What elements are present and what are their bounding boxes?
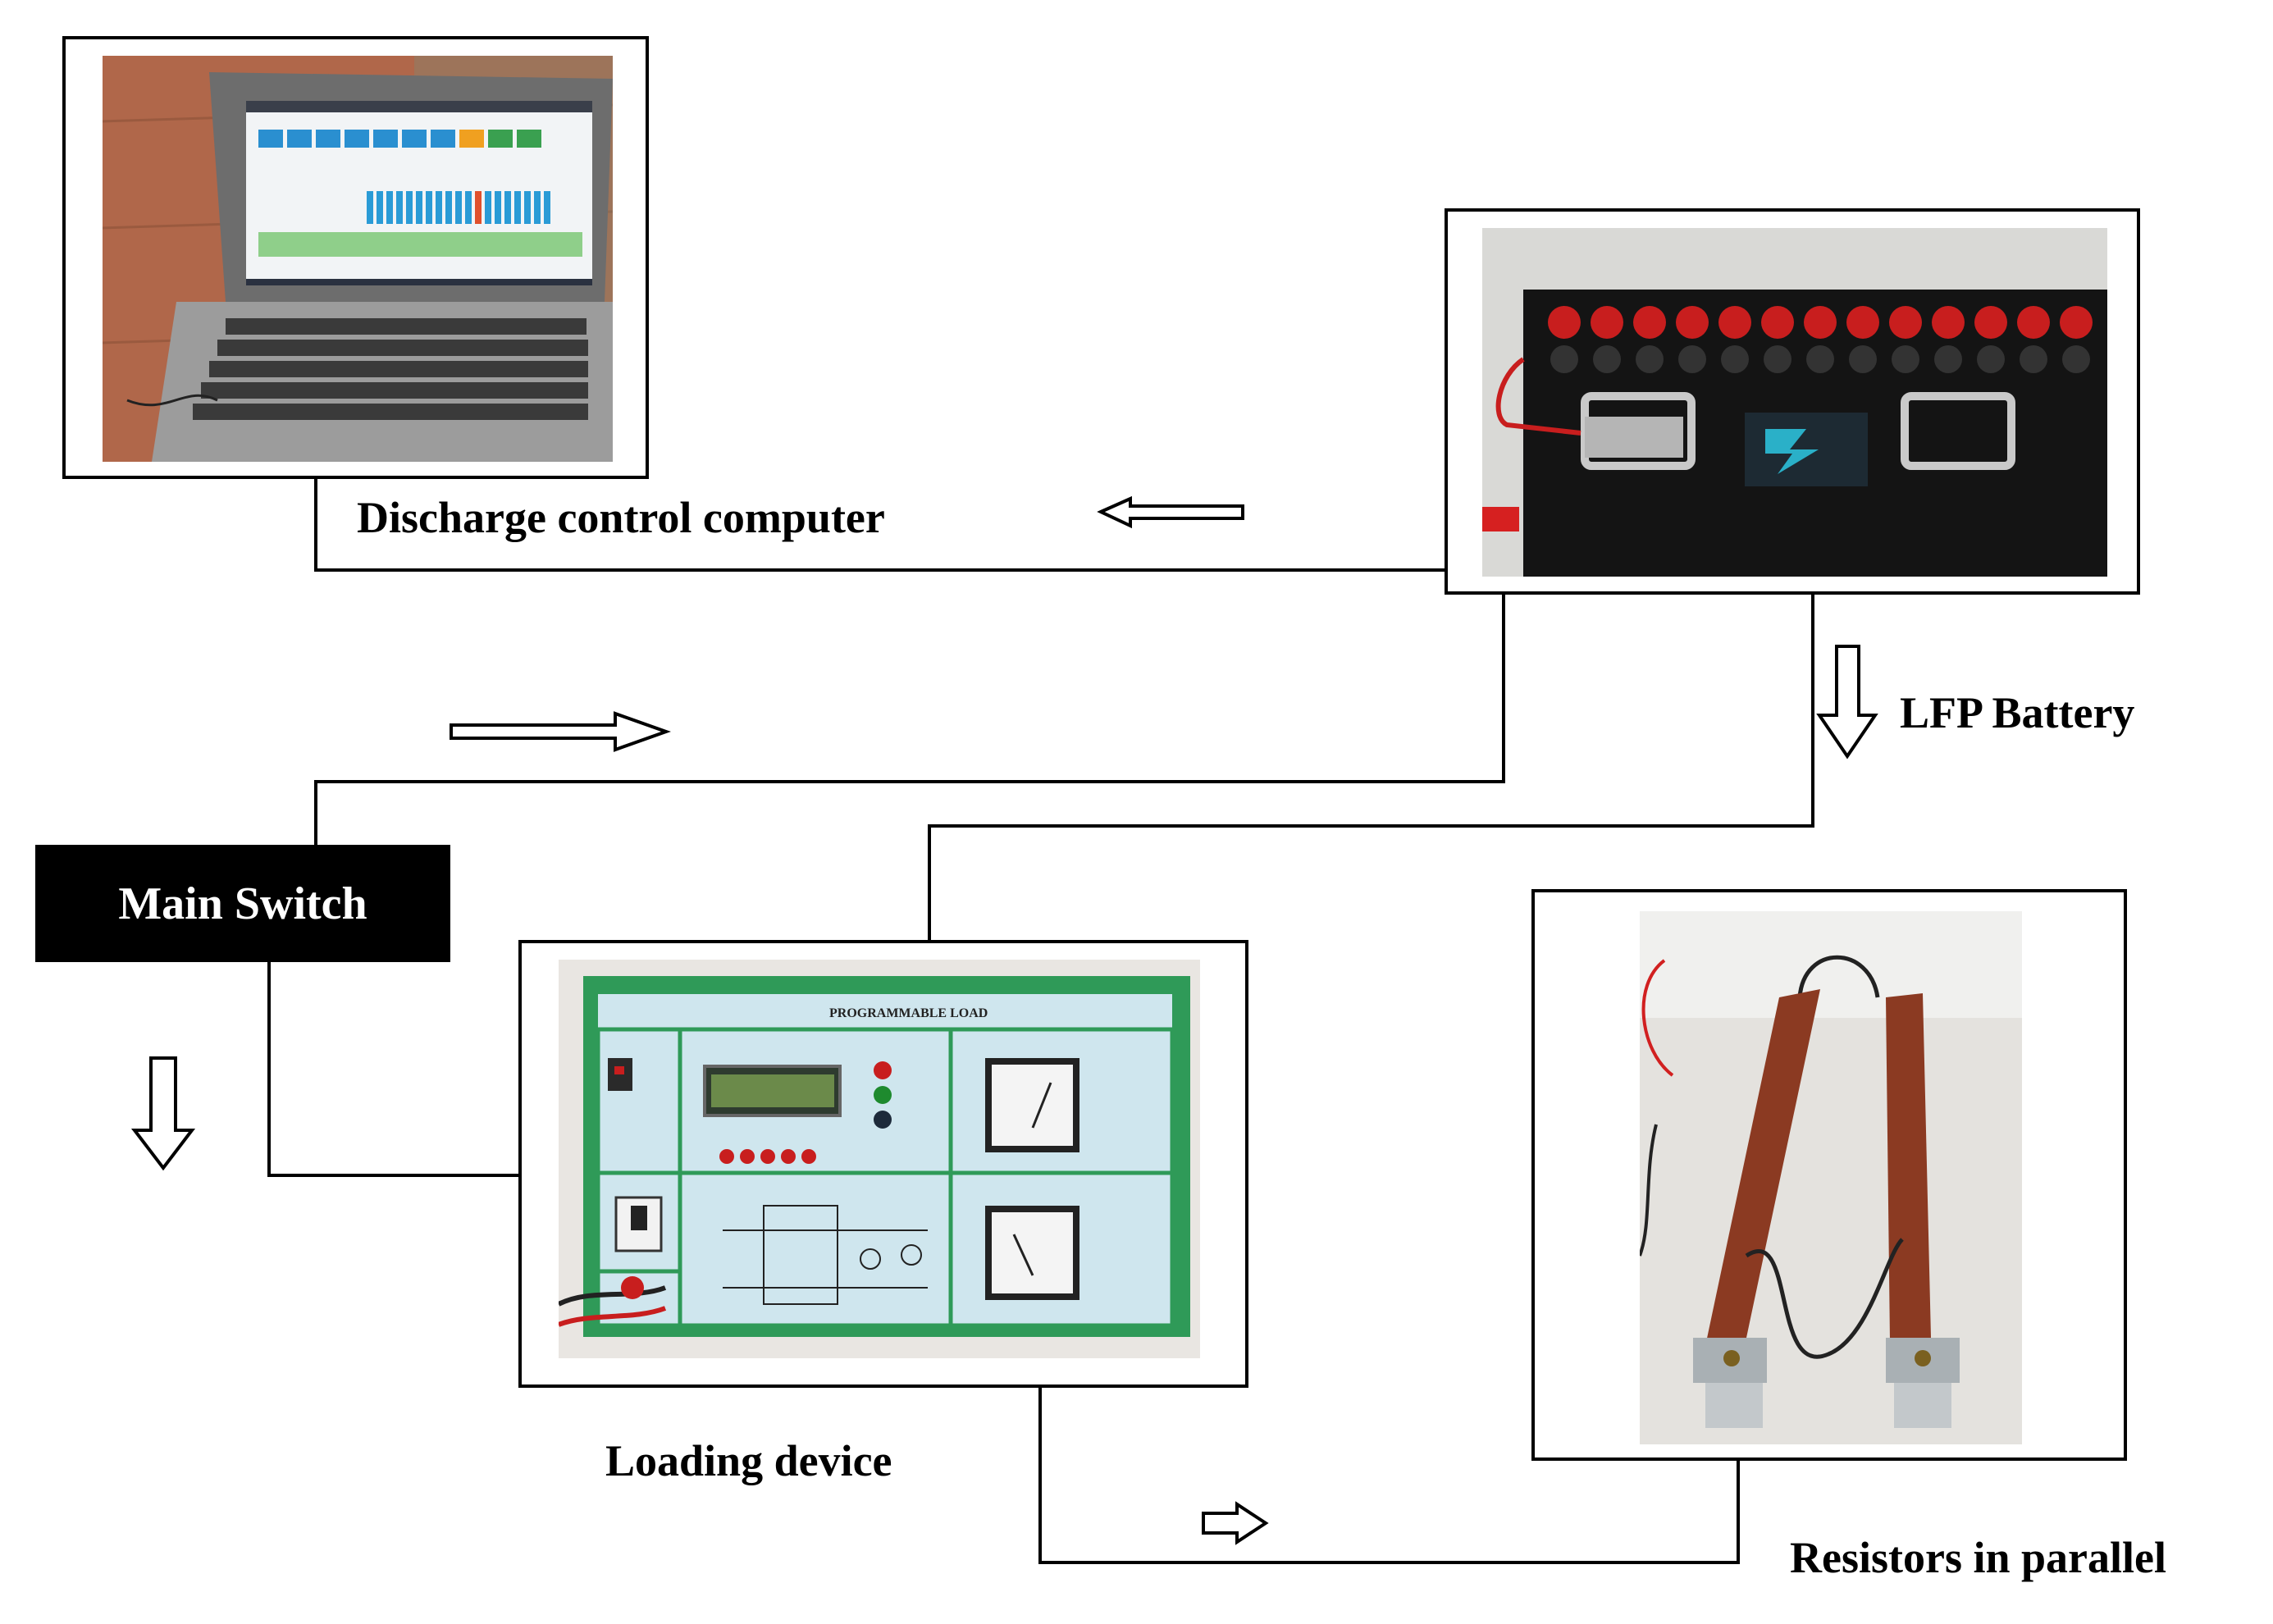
line-battery-load <box>928 592 1814 942</box>
battery-label: LFP Battery <box>1900 688 2135 737</box>
battery-photo <box>1482 228 2107 577</box>
loading-device-photo: PROGRAMMABLE LOAD <box>559 960 1200 1358</box>
line-switch-load <box>267 960 522 1177</box>
resistors-box <box>1531 889 2127 1461</box>
battery-box <box>1445 208 2140 595</box>
arrow-left-icon <box>1097 495 1244 529</box>
line-load-resistors <box>1038 1386 1740 1564</box>
arrow-down-icon <box>1816 645 1878 760</box>
laptop-photo <box>103 56 613 462</box>
resistors-photo <box>1640 911 2022 1444</box>
arrow-right-icon <box>450 711 671 752</box>
computer-label: Discharge control computer <box>357 493 885 542</box>
loading-device-box: PROGRAMMABLE LOAD <box>518 940 1248 1388</box>
computer-box <box>62 36 649 479</box>
loading-device-label: Loading device <box>605 1436 892 1485</box>
resistors-label: Resistors in parallel <box>1790 1533 2166 1582</box>
line-computer-battery <box>314 476 1448 572</box>
line-battery-switch <box>314 592 1505 845</box>
panel-title: PROGRAMMABLE LOAD <box>829 1006 988 1020</box>
arrow-right-icon <box>1202 1501 1269 1545</box>
main-switch-block: Main Switch <box>35 845 450 962</box>
arrow-down-icon <box>130 1056 196 1171</box>
